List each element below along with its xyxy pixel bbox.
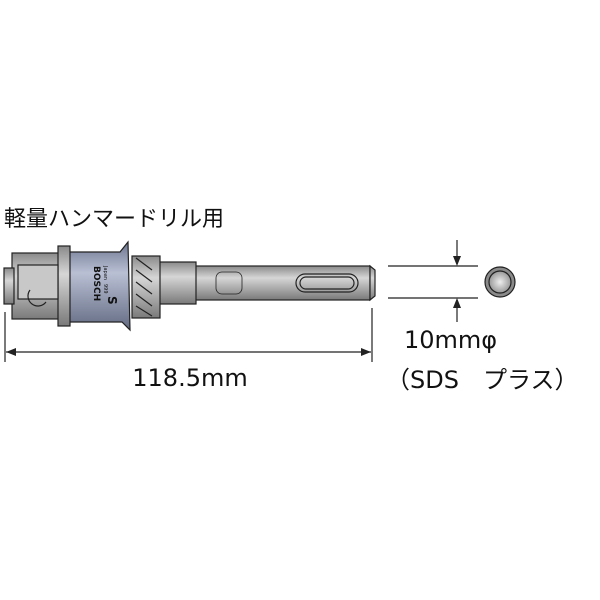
svg-text:S: S (105, 296, 119, 305)
spring (131, 255, 161, 319)
svg-text:999: 999 (102, 284, 108, 294)
sds-groove (295, 273, 359, 293)
svg-text:Japan: Japan (102, 265, 108, 280)
adapter-drawing (3, 240, 376, 332)
shank-type-label: （SDS プラス） (386, 366, 578, 394)
shank-logo-mark (215, 271, 243, 295)
shank-cross-section (484, 266, 516, 298)
length-dimension (4, 308, 373, 362)
title: 軽量ハンマードリル用 (4, 207, 224, 232)
svg-text:BOSCH: BOSCH (91, 266, 101, 301)
diameter-dimension (388, 240, 478, 322)
diameter-label: 10mmφ (404, 326, 497, 354)
length-label: 118.5mm (132, 364, 247, 392)
sds-shank (191, 265, 371, 301)
shank-shoulder (157, 261, 197, 305)
product-marking: BOSCH 999 Japan S (91, 265, 119, 305)
